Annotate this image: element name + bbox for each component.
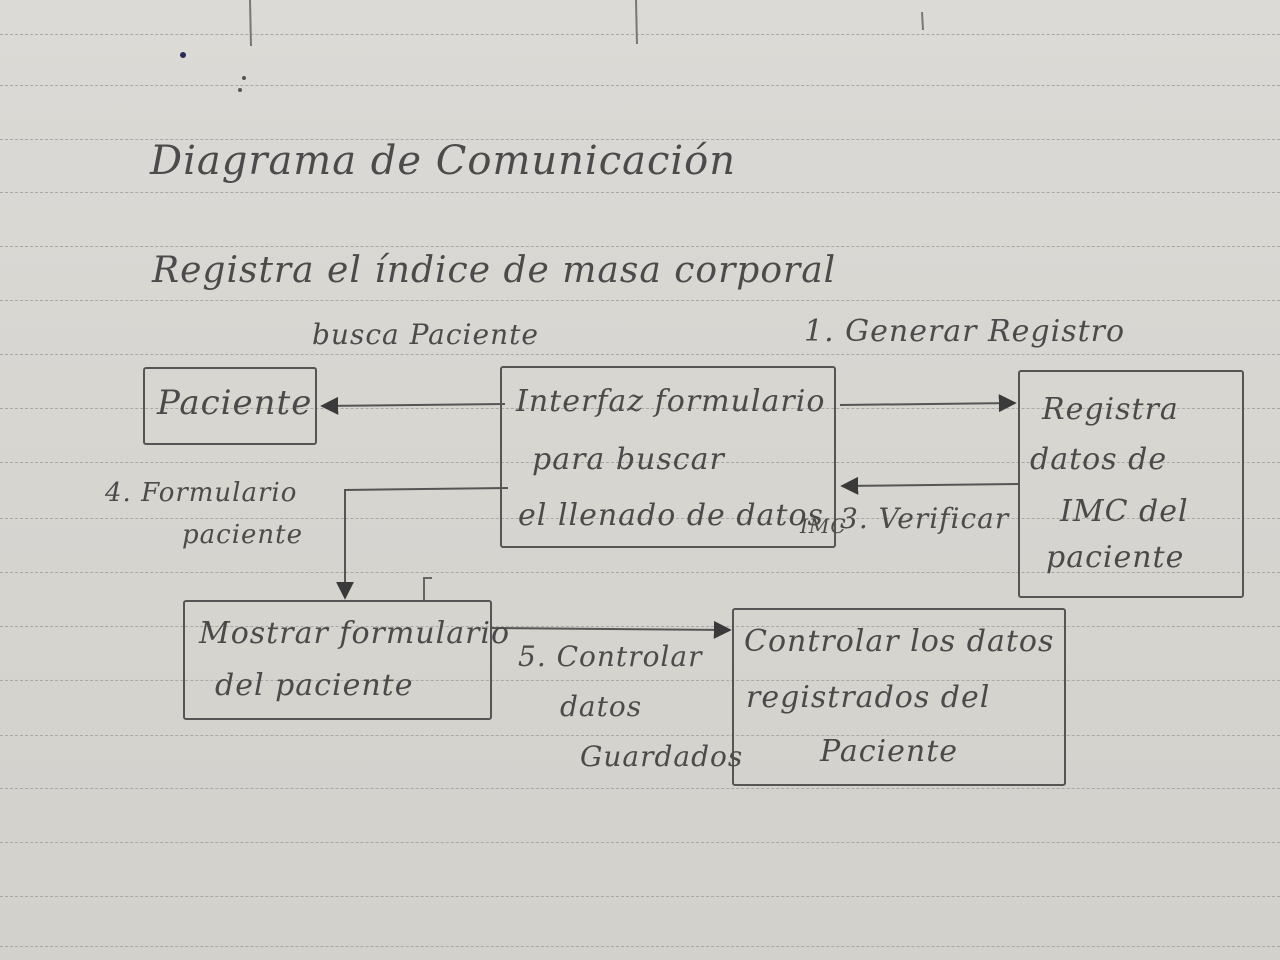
ruled-line <box>0 300 1280 301</box>
object-interfaz-line: para buscar <box>532 442 725 477</box>
object-paciente-label: Paciente <box>157 383 313 423</box>
message-formulario-paciente: 4. Formulario <box>105 478 298 508</box>
arrow-busca-paciente <box>320 396 506 415</box>
diagram-title: Diagrama de Comunicación <box>150 138 736 184</box>
message-generar-registro: 1. Generar Registro <box>804 314 1126 349</box>
pencil-mark <box>423 577 432 600</box>
pencil-tick <box>249 0 252 47</box>
object-interfaz: Interfaz formulario para buscar el llena… <box>500 366 836 548</box>
object-registra: Registra datos de IMC del paciente <box>1018 370 1244 598</box>
arrow-verificar <box>840 476 1019 495</box>
pencil-tick <box>635 0 638 45</box>
ruled-line <box>0 139 1280 140</box>
object-registra-line: IMC del <box>1060 494 1189 529</box>
ruled-line <box>0 788 1280 789</box>
arrow-generar-registro <box>839 394 1017 413</box>
arrow-formulario-paciente <box>336 487 509 600</box>
ink-dot <box>242 76 246 80</box>
object-mostrar: Mostrar formulario del paciente <box>183 600 509 720</box>
object-mostrar-line: Mostrar formulario <box>199 616 511 651</box>
ruled-line <box>0 896 1280 897</box>
object-controlar-line: registrados del <box>746 680 991 715</box>
object-registra-line: Registra <box>1042 392 1179 427</box>
object-controlar-line: Controlar los datos <box>744 624 1055 659</box>
ruled-line <box>0 572 1280 573</box>
message-controlar-datos: Guardados <box>580 740 744 773</box>
object-controlar-line: Paciente <box>820 734 959 769</box>
object-mostrar-line: del paciente <box>215 668 414 703</box>
message-verificar-prefix: IMC <box>800 514 847 538</box>
object-registra-line: paciente <box>1046 540 1185 575</box>
ruled-line <box>0 408 1280 409</box>
ruled-line <box>0 192 1280 193</box>
pencil-tick <box>921 11 924 31</box>
ruled-line <box>0 34 1280 35</box>
ruled-line <box>0 354 1280 355</box>
ruled-line <box>0 735 1280 736</box>
ruled-line <box>0 246 1280 247</box>
ruled-line <box>0 462 1280 463</box>
message-controlar-datos: 5. Controlar <box>518 640 703 673</box>
arrow-controlar-datos <box>491 620 732 639</box>
object-interfaz-line: Interfaz formulario <box>516 384 826 419</box>
object-registra-line: datos de <box>1030 442 1168 477</box>
object-interfaz-line: el llenado de datos <box>518 498 824 533</box>
ruled-line <box>0 842 1280 843</box>
ruled-line <box>0 518 1280 519</box>
message-busca-paciente: busca Paciente <box>312 318 539 351</box>
object-controlar: Controlar los datos registrados del Paci… <box>732 608 1066 786</box>
object-paciente: Paciente <box>143 367 317 445</box>
message-formulario-paciente: paciente <box>182 520 303 550</box>
ink-dot <box>180 52 186 58</box>
ink-dot <box>238 88 242 92</box>
ruled-line <box>0 946 1280 947</box>
diagram-subtitle: Registra el índice de masa corporal <box>152 250 837 291</box>
ruled-line <box>0 626 1280 627</box>
ruled-line <box>0 85 1280 86</box>
message-verificar: 3. Verificar <box>840 502 1010 535</box>
message-controlar-datos: datos <box>560 690 643 723</box>
ruled-line <box>0 680 1280 681</box>
